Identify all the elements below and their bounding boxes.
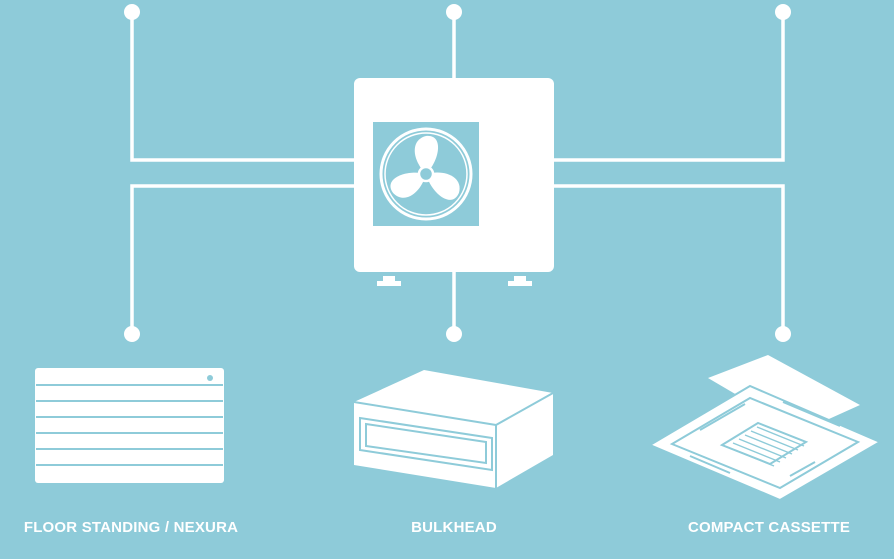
floor-standing-unit-icon xyxy=(35,368,224,483)
bulkhead-unit-icon xyxy=(353,370,554,488)
connector-top-left xyxy=(130,12,360,162)
dot-floor-standing xyxy=(124,326,140,342)
dot-top-left xyxy=(124,4,140,20)
top-connectors xyxy=(130,12,785,162)
label-compact-cassette: COMPACT CASSETTE xyxy=(687,519,851,536)
label-bulkhead: BULKHEAD xyxy=(411,519,497,536)
connector-top-right xyxy=(550,12,785,162)
bottom-connectors xyxy=(130,184,785,334)
connector-cassette xyxy=(550,184,785,334)
fan-icon xyxy=(373,122,479,226)
connector-floor-standing xyxy=(130,184,360,334)
dot-cassette xyxy=(775,326,791,342)
outdoor-unit xyxy=(354,78,554,286)
connection-dots xyxy=(124,4,791,342)
dot-top-right xyxy=(775,4,791,20)
dot-top-center xyxy=(446,4,462,20)
label-floor-standing: FLOOR STANDING / NEXURA xyxy=(23,519,239,536)
cassette-unit-icon xyxy=(647,355,883,502)
dot-bulkhead xyxy=(446,326,462,342)
